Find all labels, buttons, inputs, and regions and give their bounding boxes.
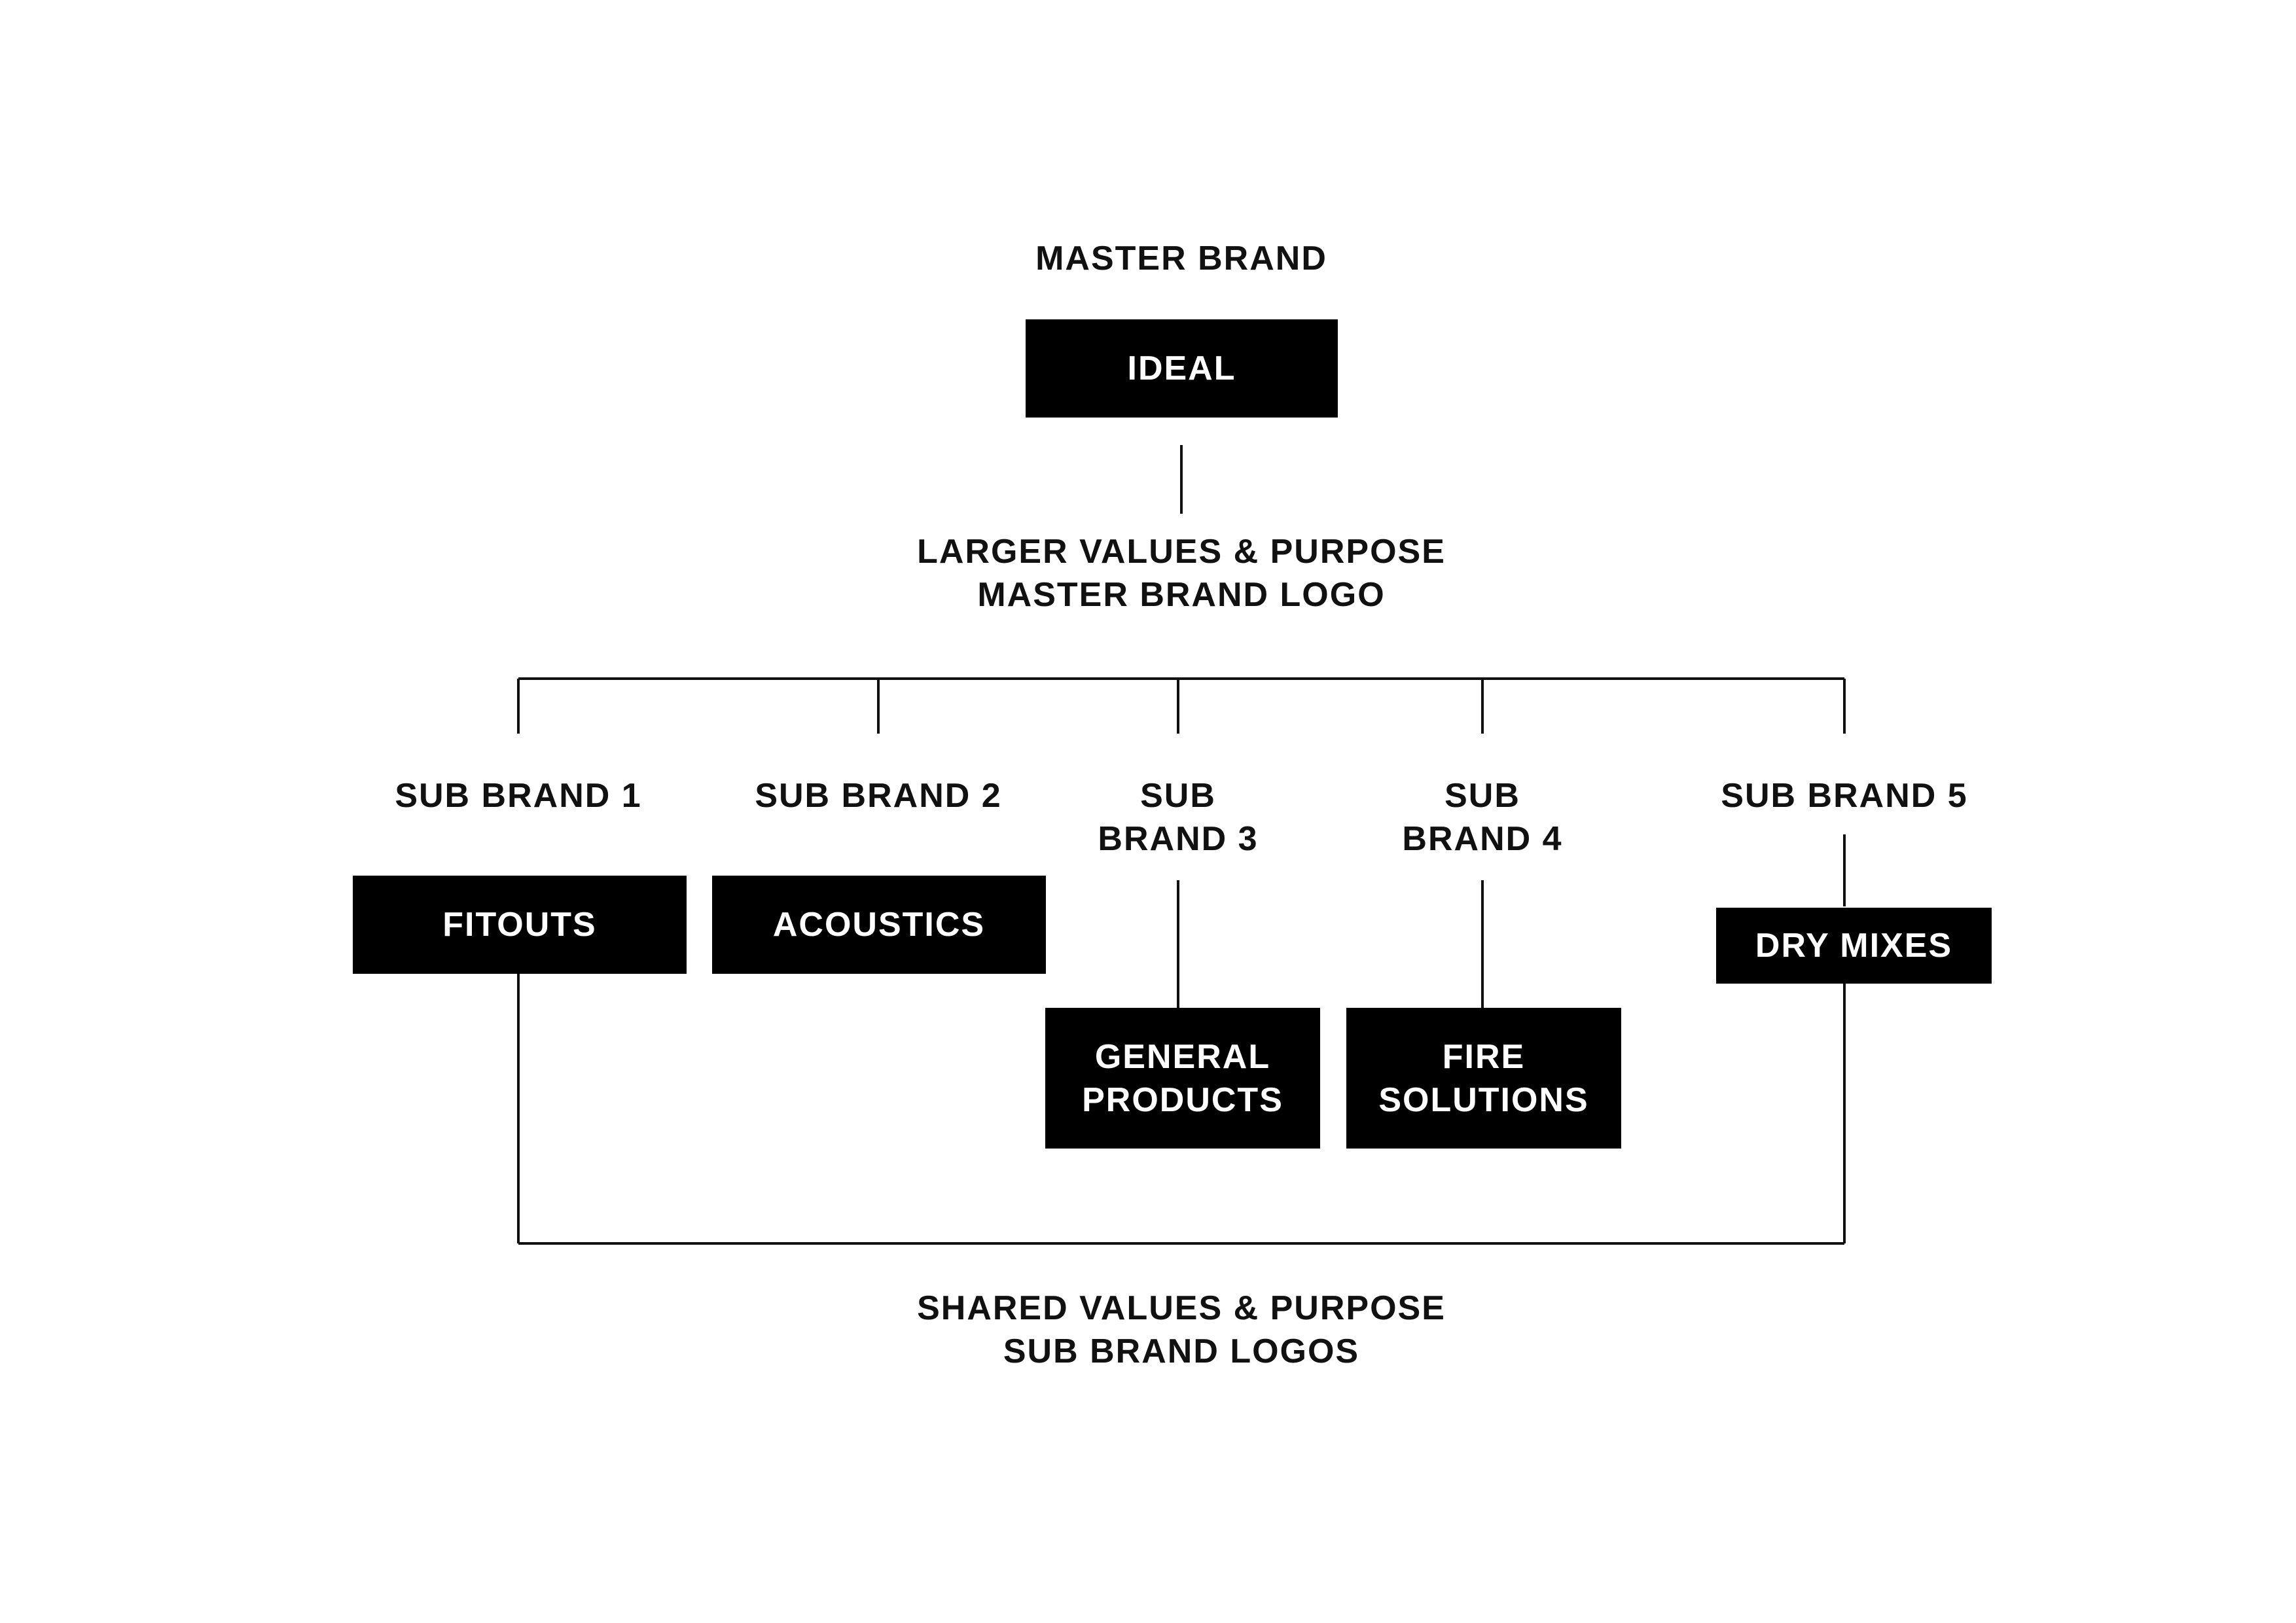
sub-brand-2-heading: SUB BRAND 2	[755, 777, 1002, 815]
sub-brand-3-heading: SUB BRAND 3	[1047, 774, 1309, 861]
sub-brand-2-name: ACOUSTICS	[772, 906, 986, 944]
sub-brand-2-box: ACOUSTICS	[712, 876, 1046, 974]
master-brand-box: IDEAL	[1026, 319, 1338, 418]
sub-brand-1-box: FITOUTS	[353, 876, 687, 974]
master-brand-caption: LARGER VALUES & PURPOSE MASTER BRAND LOG…	[854, 530, 1509, 616]
master-brand-heading: MASTER BRAND	[1035, 240, 1327, 277]
sub-brand-5-box: DRY MIXES	[1716, 908, 1992, 984]
sub-brand-4-heading: SUB BRAND 4	[1352, 774, 1613, 861]
footer-caption-line-2: SUB BRAND LOGOS	[1003, 1332, 1360, 1370]
footer-caption-line-1: SHARED VALUES & PURPOSE	[917, 1289, 1446, 1327]
sub-brand-4-heading-line-1: SUB	[1444, 777, 1520, 815]
sub-brand-5-heading: SUB BRAND 5	[1721, 777, 1968, 815]
master-brand-name: IDEAL	[1127, 349, 1236, 387]
shared-values-caption: SHARED VALUES & PURPOSE SUB BRAND LOGOS	[854, 1287, 1509, 1373]
sub-brand-4-heading-line-2: BRAND 4	[1402, 820, 1563, 858]
sub-brand-4-name-line-2: SOLUTIONS	[1378, 1080, 1589, 1119]
sub-brand-1-name: FITOUTS	[442, 906, 597, 944]
sub-brand-3-heading-line-1: SUB	[1140, 777, 1216, 815]
sub-brand-3-name-line-1: GENERAL	[1094, 1037, 1271, 1076]
sub-brand-1-heading: SUB BRAND 1	[395, 777, 642, 815]
sub-brand-4-box: FIRE SOLUTIONS	[1346, 1008, 1621, 1149]
sub-brand-5-name: DRY MIXES	[1755, 927, 1953, 965]
master-caption-line-2: MASTER BRAND LOGO	[977, 576, 1386, 614]
sub-brand-3-box: GENERAL PRODUCTS	[1045, 1008, 1320, 1149]
master-caption-line-1: LARGER VALUES & PURPOSE	[917, 533, 1446, 571]
sub-brand-4-name-line-1: FIRE	[1442, 1037, 1526, 1076]
sub-brand-3-heading-line-2: BRAND 3	[1098, 820, 1259, 858]
sub-brand-3-name-line-2: PRODUCTS	[1082, 1080, 1283, 1119]
